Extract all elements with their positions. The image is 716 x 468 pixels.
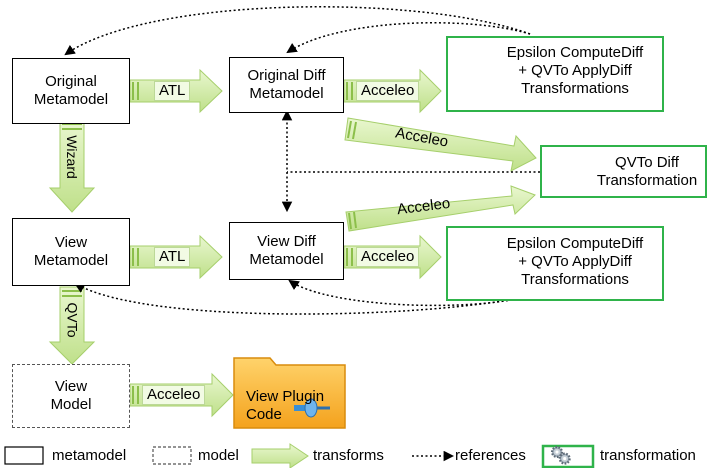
view-model-label: View Model xyxy=(50,378,92,413)
view-metamodel-label: View Metamodel xyxy=(33,234,109,269)
ref-epsilon-top-to-original-metamodel xyxy=(64,6,531,56)
legend-references-text: references xyxy=(455,447,526,464)
original-diff-metamodel-box: Original Diff Metamodel xyxy=(229,57,344,113)
legend-metamodel-text: metamodel xyxy=(52,447,127,464)
epsilon-top-box: Epsilon ComputeDiff + QVTo ApplyDiff Tra… xyxy=(446,36,664,112)
legend-metamodel-swatch xyxy=(4,446,44,465)
atl-bottom-label: ATL xyxy=(154,247,191,267)
ref-epsilon-top-to-original-diff xyxy=(286,22,531,54)
qvto-label: QVTo xyxy=(64,302,81,338)
legend-transformation-text: transformation xyxy=(600,447,696,464)
atl-top-label: ATL xyxy=(154,81,191,101)
view-model-box: View Model xyxy=(12,364,130,428)
wizard-arrow xyxy=(48,119,96,213)
original-metamodel-box: Original Metamodel xyxy=(12,58,130,124)
epsilon-top-label: Epsilon ComputeDiff + QVTo ApplyDiff Tra… xyxy=(506,44,644,97)
epsilon-bottom-label: Epsilon ComputeDiff + QVTo ApplyDiff Tra… xyxy=(506,235,644,288)
acceleo-diag-up-arrow xyxy=(345,185,536,232)
view-metamodel-box: View Metamodel xyxy=(12,218,130,286)
acceleo-bottom-label: Acceleo xyxy=(356,247,420,267)
acceleo-diag-down-arrow xyxy=(344,117,537,172)
view-plugin-code-label: View Plugin Code xyxy=(246,388,325,423)
acceleo-top-label: Acceleo xyxy=(356,81,420,101)
qvto-diff-box: QVTo Diff Transformation xyxy=(540,145,707,198)
original-diff-metamodel-label: Original Diff Metamodel xyxy=(247,67,326,102)
acceleo-view-label: Acceleo xyxy=(142,385,206,405)
view-diff-metamodel-label: View Diff Metamodel xyxy=(249,233,324,268)
epsilon-bottom-box: Epsilon ComputeDiff + QVTo ApplyDiff Tra… xyxy=(446,226,664,301)
legend-transforms-swatch xyxy=(251,443,309,468)
original-metamodel-label: Original Metamodel xyxy=(33,73,109,108)
folder-icon xyxy=(233,357,346,429)
legend-model-text: model xyxy=(198,447,239,464)
qvto-arrow xyxy=(48,286,96,365)
legend-model-swatch xyxy=(152,446,192,465)
qvto-diff-label: QVTo Diff Transformation xyxy=(596,154,698,189)
legend-transforms-text: transforms xyxy=(313,447,384,464)
wizard-label: Wizard xyxy=(63,135,80,179)
view-diff-metamodel-box: View Diff Metamodel xyxy=(229,222,344,280)
